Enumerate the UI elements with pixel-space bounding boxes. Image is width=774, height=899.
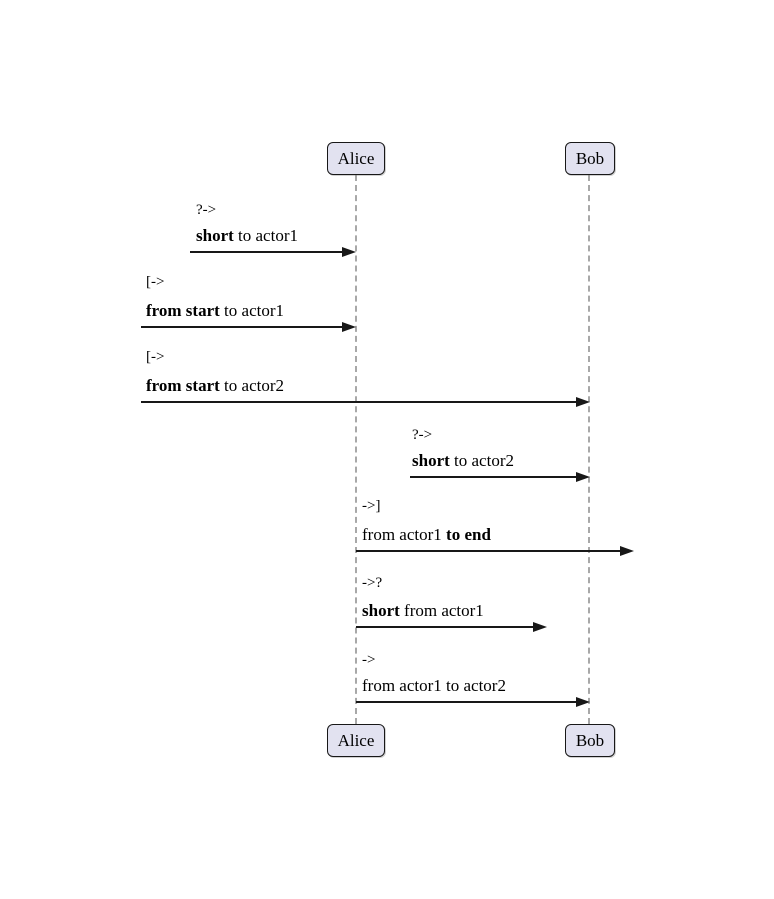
- message-arrow-line: [141, 401, 577, 403]
- arrowhead-icon: [576, 397, 590, 407]
- message-label: short to actor2: [412, 451, 514, 470]
- label-bold-text: short: [196, 226, 234, 245]
- message-label: from start to actor1: [146, 301, 284, 320]
- label-bold-text: to end: [446, 525, 491, 544]
- actor-label: Alice: [337, 730, 375, 750]
- label-text: to actor1: [219, 301, 284, 320]
- arrowhead-icon: [342, 322, 356, 332]
- arrowhead-icon: [342, 247, 356, 257]
- message-label: short to actor1: [196, 226, 298, 245]
- label-text: from actor1: [362, 525, 447, 544]
- label-text: to actor2: [449, 451, 514, 470]
- message-code: [->: [146, 349, 165, 365]
- lifeline-bob: [588, 175, 590, 724]
- actor-label: Bob: [575, 730, 605, 750]
- label-text: to actor2: [219, 376, 284, 395]
- message-label: from actor1 to actor2: [362, 676, 506, 695]
- message-arrow-line: [410, 476, 577, 478]
- actor-box-alice-bottom: Alice: [327, 724, 385, 757]
- message-arrow-line: [356, 550, 621, 552]
- message-arrow-line: [190, 251, 343, 253]
- message-arrow-line: [141, 326, 343, 328]
- label-text: from actor1 to actor2: [362, 676, 506, 695]
- message-label: from actor1 to end: [362, 525, 491, 544]
- label-bold-text: from start: [146, 301, 220, 320]
- arrowhead-icon: [620, 546, 634, 556]
- actor-box-alice-top: Alice: [327, 142, 385, 175]
- actor-box-bob-top: Bob: [565, 142, 615, 175]
- label-text: to actor1: [233, 226, 298, 245]
- label-bold-text: short: [362, 601, 400, 620]
- message-code: [->: [146, 274, 165, 290]
- label-text: from actor1: [399, 601, 484, 620]
- actor-label: Bob: [575, 148, 605, 168]
- message-arrow-line: [356, 626, 534, 628]
- actor-label: Alice: [337, 148, 375, 168]
- actor-box-bob-bottom: Bob: [565, 724, 615, 757]
- arrowhead-icon: [576, 697, 590, 707]
- message-code: ?->: [196, 202, 217, 218]
- message-code: ->?: [362, 575, 383, 591]
- message-code: ->]: [362, 498, 381, 514]
- arrowhead-icon: [576, 472, 590, 482]
- message-label: from start to actor2: [146, 376, 284, 395]
- message-label: short from actor1: [362, 601, 484, 620]
- message-code: ?->: [412, 427, 433, 443]
- message-code: ->: [362, 652, 376, 668]
- message-arrow-line: [356, 701, 577, 703]
- label-bold-text: from start: [146, 376, 220, 395]
- arrowhead-icon: [533, 622, 547, 632]
- label-bold-text: short: [412, 451, 450, 470]
- lifeline-alice: [355, 175, 357, 724]
